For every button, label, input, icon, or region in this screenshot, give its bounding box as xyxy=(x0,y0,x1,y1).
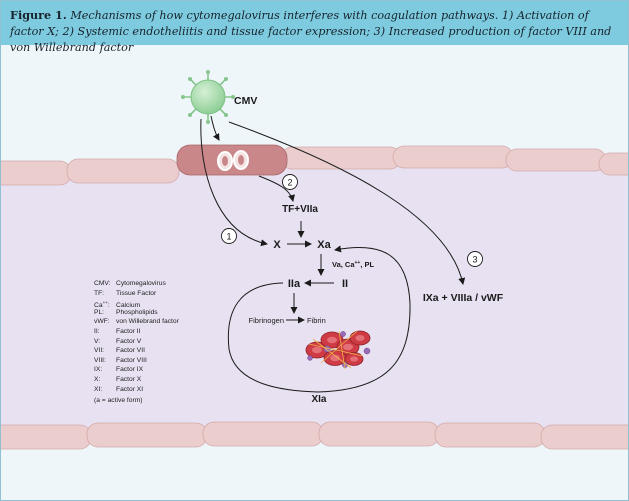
svg-text:1: 1 xyxy=(226,232,231,242)
factor-xa-label: Xa xyxy=(317,239,331,251)
arrow-iia-to-xia-loop xyxy=(227,282,319,393)
legend-item: PL:Phospholipids xyxy=(94,308,158,316)
vessel-lumen xyxy=(1,156,628,433)
factor-iia-label: IIa xyxy=(288,278,301,290)
arrow-pathway-3 xyxy=(228,121,466,285)
legend-item: TF:Tissue Factor xyxy=(94,289,157,297)
legend-item: IX:Factor IX xyxy=(94,366,144,374)
svg-text:3: 3 xyxy=(472,255,477,265)
svg-text:2: 2 xyxy=(287,178,292,188)
factor-xia-label: XIa xyxy=(311,394,326,405)
factor-x-label: X xyxy=(273,239,281,251)
caption-label: Figure 1. xyxy=(10,8,67,22)
legend-item: XI:Factor XI xyxy=(94,385,144,393)
legend-item: CMV:Cytomegalovirus xyxy=(94,280,166,287)
tf-viia-label: TF+VIIa xyxy=(282,204,318,215)
legend-item: X:Factor X xyxy=(94,375,142,383)
figure-caption: Figure 1. Mechanisms of how cytomegalovi… xyxy=(10,7,622,56)
pathway-number-3: 3 xyxy=(467,251,483,267)
upper-vessel-wall xyxy=(1,145,628,186)
legend-item: VIII:Factor VIII xyxy=(94,356,147,364)
fibrinogen-label: Fibrinogen xyxy=(249,316,284,325)
blood-clot xyxy=(305,330,371,370)
legend-item: vWF:von Willebrand factor xyxy=(94,318,179,326)
legend-item: Ca++:Calcium xyxy=(94,300,141,310)
arrow-xia-to-xa-loop xyxy=(317,245,411,393)
legend: CMV:Cytomegalovirus TF:Tissue Factor Ca+… xyxy=(94,279,179,406)
legend-item: II:Factor II xyxy=(94,327,141,335)
arrow-pathway-2 xyxy=(258,175,295,202)
infected-endothelial-cell xyxy=(176,144,288,176)
legend-note: (a = active form) xyxy=(94,397,143,405)
cmv-label: CMV xyxy=(234,95,257,107)
factor-ii-label: II xyxy=(342,278,348,290)
pathway-number-1: 1 xyxy=(221,228,237,244)
caption-text: Mechanisms of how cytomegalovirus interf… xyxy=(10,9,612,54)
legend-item: VII:Factor VII xyxy=(94,347,145,355)
cmv-virus xyxy=(181,70,235,124)
cofactors-label: Va, Ca++, PL xyxy=(332,260,375,269)
caption-bar xyxy=(1,1,628,45)
pathway-number-2: 2 xyxy=(282,174,298,190)
ixa-viiia-vwf-label: IXa + VIIIa / vWF xyxy=(423,292,504,304)
lower-vessel-wall xyxy=(1,421,628,450)
legend-item: V:Factor V xyxy=(94,337,142,345)
pathway-arrows xyxy=(200,115,466,393)
fibrin-label: Fibrin xyxy=(307,316,326,325)
arrow-cmv-to-cell xyxy=(210,115,220,141)
arrow-pathway-1 xyxy=(200,118,268,247)
